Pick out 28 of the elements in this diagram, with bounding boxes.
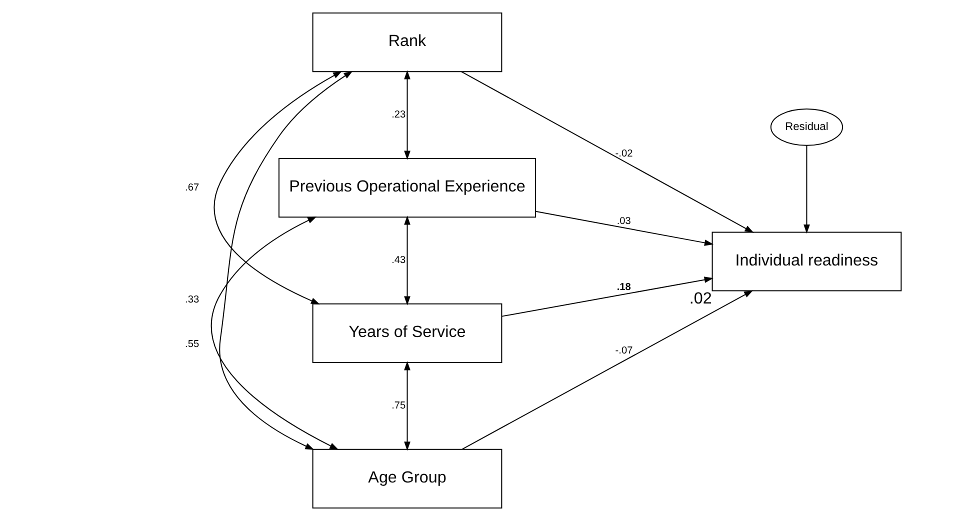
edge-label: -.07 <box>615 344 633 356</box>
node-box: Years of Service <box>312 302 502 363</box>
arrow <box>404 215 410 305</box>
arrow <box>404 70 410 160</box>
node-box: Previous Operational Experience <box>278 157 536 218</box>
arrow <box>461 70 754 232</box>
arrow <box>804 145 810 234</box>
arrow <box>536 210 714 246</box>
edge-label: .55 <box>185 338 200 350</box>
node-ellipse: Residual <box>770 108 844 146</box>
node-box: Age Group <box>312 448 502 508</box>
edge-label: .43 <box>392 254 406 266</box>
arrow <box>502 276 714 316</box>
node-label: .02 <box>689 289 712 308</box>
edge-label: .75 <box>392 400 406 411</box>
arrow <box>211 216 339 450</box>
edge-label: .33 <box>185 294 200 305</box>
arrow <box>404 360 410 450</box>
edge-label: .18 <box>616 281 631 292</box>
edge-label: .03 <box>616 216 631 227</box>
arrow <box>462 290 754 450</box>
edge-label: -.02 <box>615 148 633 159</box>
arrow <box>219 70 353 450</box>
edge-label: .23 <box>392 109 406 120</box>
arrow <box>214 70 342 304</box>
node-box: Rank <box>312 12 502 72</box>
node-box: Individual readiness <box>712 231 902 291</box>
edge-label: .67 <box>185 182 200 193</box>
